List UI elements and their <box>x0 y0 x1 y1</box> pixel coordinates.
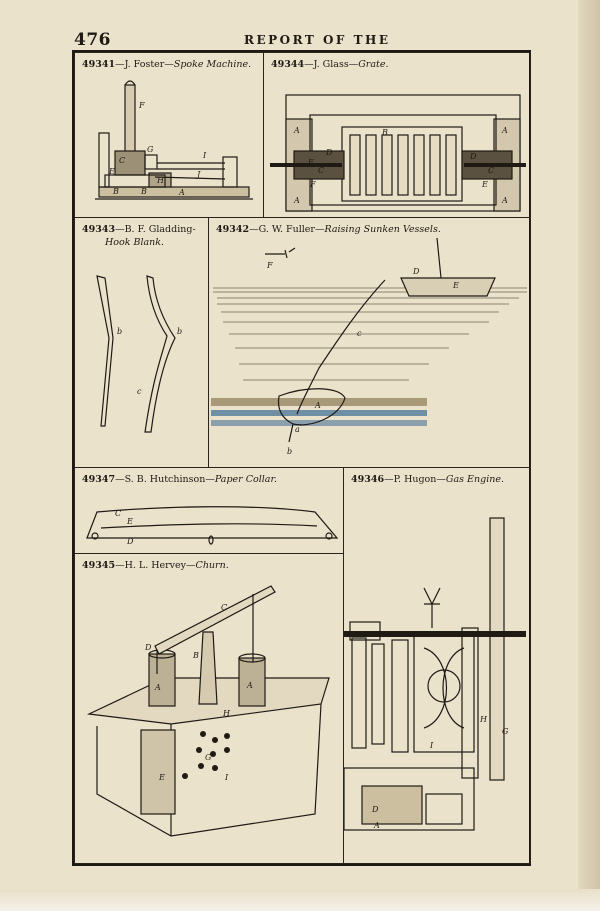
label: A <box>178 188 185 197</box>
label: C <box>221 603 227 612</box>
spoke-machine-drawing: F C G I H E B B J A <box>95 80 253 200</box>
figure-caption: 49346—P. Hugon—Gas Engine. <box>351 474 504 485</box>
label: b <box>177 327 182 336</box>
label: E <box>158 773 165 782</box>
label: J <box>195 170 201 179</box>
label: c <box>137 387 142 396</box>
label: A <box>293 126 300 135</box>
page-number: 476 <box>74 30 111 50</box>
label: C <box>318 166 324 175</box>
sunken-vessel-drawing: F D E c A a b <box>211 237 527 456</box>
label: H <box>156 176 165 185</box>
figure-labels: F D E c A a b <box>266 261 459 456</box>
label: B <box>381 128 388 137</box>
label: C <box>119 156 125 165</box>
label: F <box>266 261 273 270</box>
figure-labels: F C G I H E B B J A <box>108 101 207 197</box>
figure-caption: 49344—J. Glass—Grate. <box>271 59 389 70</box>
label: B <box>112 187 119 196</box>
label: F <box>138 101 145 110</box>
paper-collar-drawing: C E D <box>86 506 339 546</box>
figure-grate: 49344—J. Glass—Grate. <box>263 52 531 218</box>
label: F <box>309 180 316 189</box>
label: D <box>144 643 152 652</box>
figure-labels: C E D <box>115 509 134 546</box>
figure-raising-sunken-vessels: 49342—G. W. Fuller—Raising Sunken Vessel… <box>208 217 531 468</box>
label: A <box>373 821 380 830</box>
figure-labels: b b c <box>117 327 182 396</box>
label: I <box>429 741 434 750</box>
figure-caption: 49347—S. B. Hutchinson—Paper Collar. <box>82 474 277 485</box>
label: C <box>488 166 494 175</box>
label: D <box>469 152 477 161</box>
label: B <box>192 651 199 660</box>
label: A <box>246 681 253 690</box>
figure-paper-collar: 49347—S. B. Hutchinson—Paper Collar. C E… <box>74 467 344 554</box>
figure-caption-line-2: Hook Blank. <box>105 237 165 248</box>
label: E <box>481 180 488 189</box>
figure-spoke-machine: 49341—J. Foster—Spoke Machine. F C <box>74 52 264 218</box>
churn-drawing: C D B A A H G E I <box>86 585 330 837</box>
label: E <box>126 517 133 526</box>
label: D <box>126 537 134 546</box>
figure-hook-blank: 49343—B. F. Gladding- Hook Blank. b b c <box>74 217 209 468</box>
figure-caption: 49345—H. L. Hervey—Churn. <box>82 560 229 571</box>
label: A <box>154 683 161 692</box>
label: D <box>412 267 420 276</box>
label: A <box>501 126 508 135</box>
label: D <box>325 148 333 157</box>
figure-labels: A B A D C F F D C E A A <box>293 126 508 205</box>
label: G <box>502 727 509 736</box>
grate-drawing: A B A D C F F D C E A A <box>270 94 526 212</box>
figure-labels: C D B A A H G E I <box>144 603 253 782</box>
label: E <box>108 167 115 176</box>
label: E <box>452 281 459 290</box>
label: c <box>357 329 362 338</box>
figure-churn: 49345—H. L. Hervey—Churn. <box>74 553 344 864</box>
figure-caption: 49343—B. F. Gladding- <box>82 224 196 235</box>
label: I <box>224 773 229 782</box>
label: D <box>371 805 379 814</box>
label: H <box>479 715 488 724</box>
hook-blank-drawing: b b c <box>96 275 182 433</box>
gas-engine-drawing: H G I D A <box>344 517 526 831</box>
label: b <box>117 327 122 336</box>
label: H <box>222 709 231 718</box>
label: G <box>205 753 212 762</box>
label: b <box>287 447 292 456</box>
label: A <box>314 401 321 410</box>
label: F <box>307 158 314 167</box>
figure-caption: 49341—J. Foster—Spoke Machine. <box>82 59 252 70</box>
label: a <box>295 425 300 434</box>
label: A <box>501 196 508 205</box>
plate-frame: 49341—J. Foster—Spoke Machine. F C <box>72 50 531 866</box>
page-edge <box>578 0 600 911</box>
figure-gas-engine: 49346—P. Hugon—Gas Engine. H <box>343 467 531 864</box>
figure-labels: H G I D A <box>371 715 509 830</box>
label: A <box>293 196 300 205</box>
page-bottom-strip <box>0 889 600 911</box>
label: G <box>147 145 154 154</box>
figure-caption: 49342—G. W. Fuller—Raising Sunken Vessel… <box>216 224 441 235</box>
label: C <box>115 509 121 518</box>
running-head: REPORT OF THE <box>244 33 391 47</box>
label: B <box>140 187 147 196</box>
label: I <box>202 151 207 160</box>
